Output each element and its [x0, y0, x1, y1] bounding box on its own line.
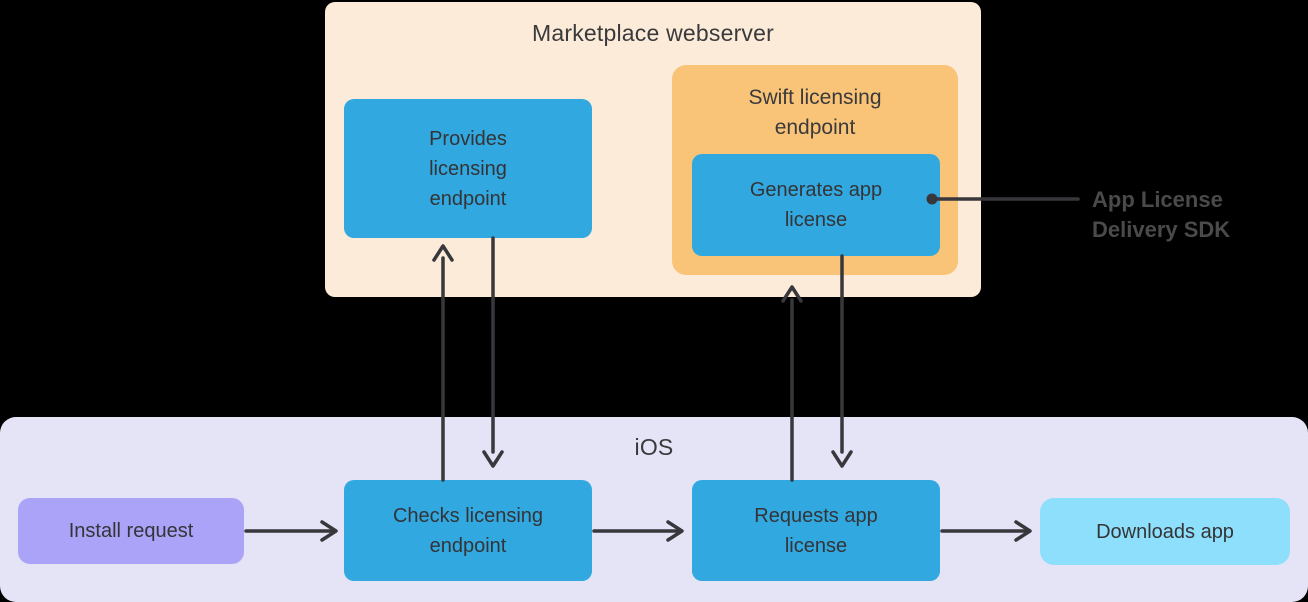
install-request-box: Install request [18, 498, 244, 564]
checks-licensing-endpoint-label: Checks licensing endpoint [392, 504, 544, 557]
marketplace-webserver-title: Marketplace webserver [532, 20, 774, 46]
downloads-app-box: Downloads app [1040, 498, 1290, 565]
generates-app-license-label: Generates app license [749, 179, 883, 231]
checks-licensing-endpoint-box: Checks licensing endpoint [344, 480, 592, 581]
ios-title: iOS [634, 434, 674, 460]
downloads-app-label: Downloads app [1096, 520, 1234, 543]
generates-app-license-box: Generates app license [692, 154, 940, 256]
provides-licensing-endpoint-label: Provides licensing endpoint [429, 127, 507, 210]
requests-app-license-box: Requests app license [692, 480, 940, 581]
requests-app-license-label: Requests app license [754, 504, 878, 557]
app-license-delivery-sdk-label: App License Delivery SDK [1092, 187, 1231, 242]
provides-licensing-endpoint-box: Provides licensing endpoint [344, 99, 592, 238]
swift-licensing-endpoint-title: Swift licensing endpoint [748, 86, 882, 140]
install-request-label: Install request [68, 520, 194, 542]
